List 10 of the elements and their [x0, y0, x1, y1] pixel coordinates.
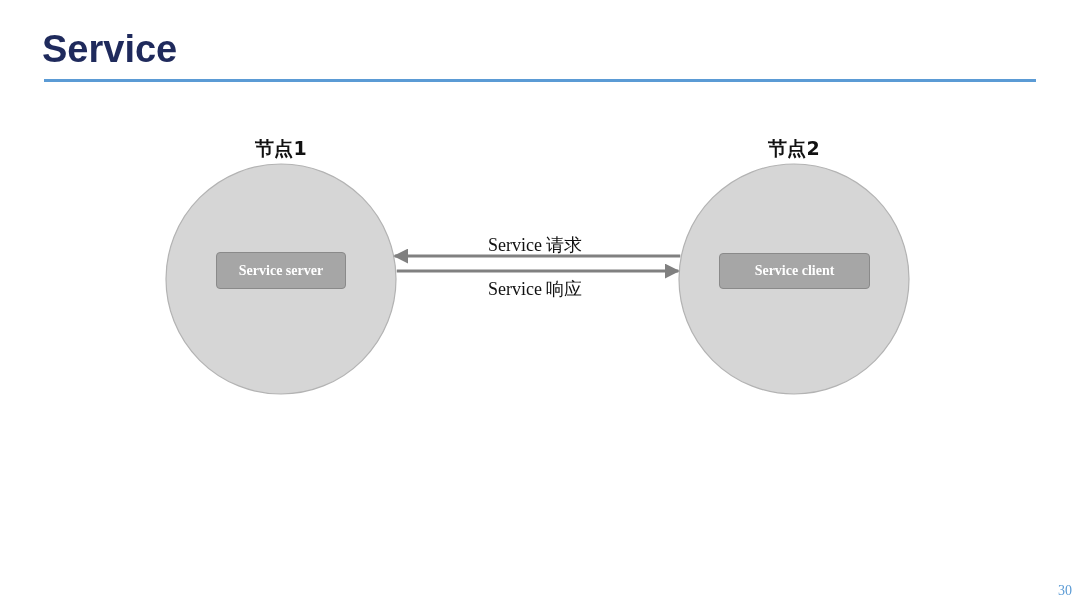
page-number: 30 [1058, 583, 1072, 599]
slide-title: Service [42, 27, 178, 72]
node-heading: 节点2 [767, 136, 821, 160]
process-box: Service server [216, 252, 346, 289]
process-box: Service client [719, 253, 870, 289]
edge-label: Service 响应 [488, 278, 583, 300]
arrow [396, 263, 680, 279]
edge-label: Service 请求 [488, 234, 583, 256]
node-heading: 节点1 [254, 136, 308, 160]
arrow [393, 248, 681, 264]
